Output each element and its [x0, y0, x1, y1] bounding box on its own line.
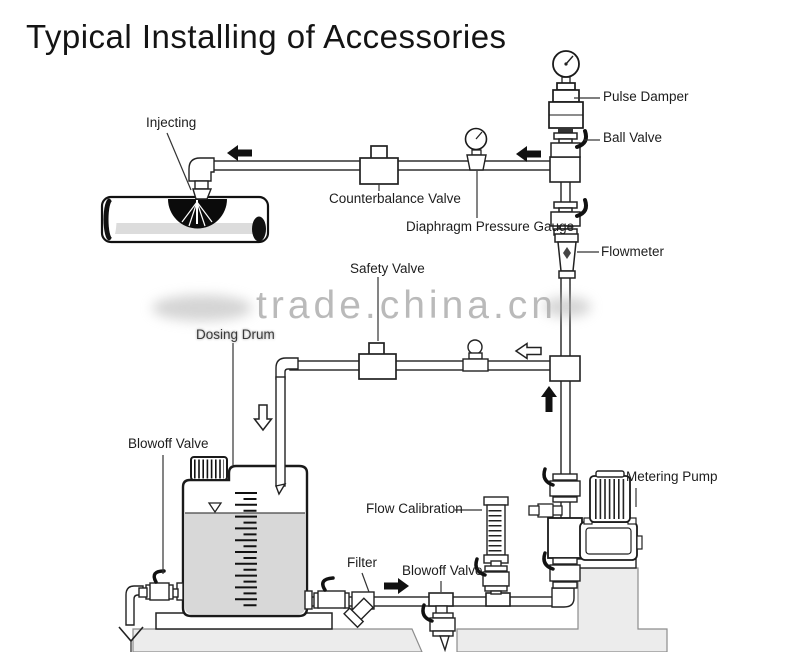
injection-nozzle	[192, 188, 213, 200]
page-title: Typical Installing of Accessories	[26, 18, 507, 55]
return-line	[289, 360, 556, 371]
flow-calibration-column	[483, 496, 509, 569]
riser-pipe	[560, 179, 571, 205]
label-filter: Filter	[347, 555, 377, 570]
flow-arrow-left-2-icon	[516, 146, 541, 162]
label-pulse-damper: Pulse Damper	[603, 89, 689, 104]
riser-pipe	[560, 377, 571, 477]
dip-tube-tip	[275, 482, 287, 496]
spray-nozzle-plume	[168, 199, 227, 229]
tee-return	[549, 355, 581, 382]
tee-blowoff	[428, 592, 454, 607]
pump-discharge-valve	[542, 467, 581, 503]
pressure-gauge-top	[552, 50, 580, 85]
pump-port-fitting	[528, 503, 563, 518]
flow-arrows	[227, 145, 557, 594]
label-flowmeter: Flowmeter	[601, 244, 665, 259]
isolation-valve	[550, 198, 588, 236]
drain-outlet	[118, 626, 144, 652]
pump-motor	[583, 470, 637, 525]
label-dosing-drum: Dosing Drum	[196, 327, 275, 342]
label-safety-valve: Safety Valve	[350, 261, 425, 276]
ground-right-pump-pedestal	[456, 567, 668, 652]
injection-fitting	[194, 180, 209, 190]
label-blowoff-valve-left: Blowoff Valve	[128, 436, 209, 451]
dosing-drum	[181, 456, 309, 618]
injection-elbow	[188, 157, 215, 182]
flow-arrow-left-outline-icon	[514, 342, 542, 360]
label-diaphragm-pressure-gauge: Diaphragm Pressure Gauge	[406, 219, 575, 234]
return-elbow	[275, 357, 299, 380]
counterbalance-valve-body	[359, 145, 399, 185]
watermark: trade.china.cn	[256, 284, 557, 327]
label-metering-pump: Metering Pump	[626, 469, 718, 484]
tee-discharge	[549, 156, 581, 183]
metering-pump-body	[547, 470, 643, 569]
flow-arrow-up-icon	[541, 386, 557, 412]
label-blowoff-valve-bottom: Blowoff Valve	[402, 563, 483, 578]
label-injecting: Injecting	[146, 115, 197, 130]
watermark-smudge-left	[152, 295, 252, 321]
diaphragm-pressure-gauge-body	[464, 127, 488, 171]
watermark-smudge-right	[543, 297, 591, 317]
safety-valve-body	[358, 342, 397, 380]
pump-inlet-elbow	[551, 587, 575, 608]
drain-elbow	[125, 585, 144, 626]
label-counterbalance-valve: Counterbalance Valve	[329, 191, 461, 206]
injection-assembly	[100, 195, 270, 244]
filter-body	[343, 591, 375, 629]
backpressure-fitting	[462, 339, 489, 372]
calibration-valve	[474, 557, 510, 595]
drum-cap	[190, 456, 228, 481]
liquid-level-marker	[207, 502, 223, 514]
pulse-damper	[548, 82, 584, 134]
flowmeter-body	[554, 233, 579, 279]
drum-outlet-valve	[304, 576, 350, 610]
ground-left	[132, 628, 423, 652]
flow-arrow-down-outline-icon	[252, 404, 274, 432]
tee-calibration	[485, 592, 511, 607]
label-ball-valve: Ball Valve	[603, 130, 663, 145]
drum-scale	[235, 492, 257, 610]
blowoff-valve-left-body	[138, 569, 184, 601]
leader-lines	[162, 97, 637, 593]
blowoff-valve-bottom-body	[421, 603, 456, 652]
drum-inlet-pipe	[275, 376, 286, 487]
label-flow-calibration: Flow Calibration	[366, 501, 463, 516]
ball-valve-top	[550, 129, 588, 158]
flow-arrow-left-1-icon	[227, 145, 252, 161]
pump-suction-valve	[542, 551, 581, 589]
flow-arrow-right-icon	[384, 578, 409, 594]
